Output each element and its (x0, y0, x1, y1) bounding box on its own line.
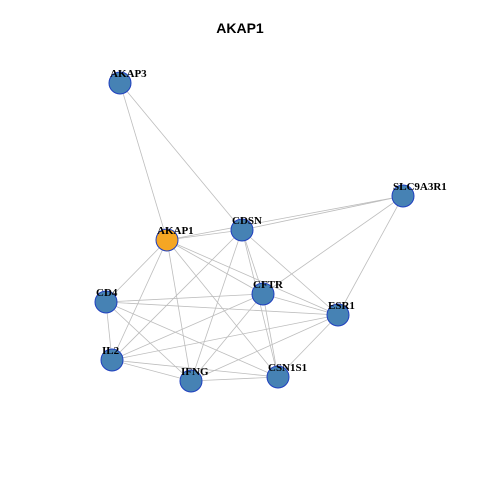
edge-akap1-cdsn (166, 229, 243, 241)
edge-cd4-esr1 (105, 301, 339, 316)
node-cftr: CFTR (251, 279, 284, 306)
edge-il2-csn1s1 (111, 359, 279, 378)
node-circle-ifng (179, 369, 203, 393)
edge-cftr-il2 (111, 293, 264, 361)
edge-cd4-csn1s1 (105, 301, 279, 378)
edge-cftr-csn1s1 (262, 293, 279, 378)
edge-esr1-ifng (190, 314, 339, 382)
plot-title: AKAP1 (216, 20, 264, 36)
node-label-akap1: AKAP1 (157, 225, 194, 237)
node-circle-cdsn (230, 218, 254, 242)
node-label-esr1: ESR1 (328, 300, 355, 312)
node-circle-cftr (251, 282, 275, 306)
edge-cdsn-slc9a3r1 (241, 195, 404, 231)
node-label-ifng: IFNG (181, 366, 209, 378)
node-circle-akap1 (155, 228, 179, 252)
edge-cftr-esr1 (262, 293, 339, 316)
node-csn1s1: CSN1S1 (266, 362, 307, 389)
edge-cdsn-il2 (111, 229, 243, 361)
node-esr1: ESR1 (326, 300, 355, 327)
node-slc9a3r1: SLC9A3R1 (391, 181, 447, 208)
node-circle-esr1 (326, 303, 350, 327)
node-circle-il2 (100, 348, 124, 372)
node-circle-cd4 (94, 290, 118, 314)
node-circle-akap3 (108, 71, 132, 95)
node-ifng: IFNG (179, 366, 209, 393)
edge-akap1-cftr (166, 239, 264, 295)
node-il2: IL2 (100, 345, 124, 372)
node-label-il2: IL2 (102, 345, 120, 357)
edge-slc9a3r1-cftr (262, 195, 404, 295)
node-cdsn: CDSN (230, 215, 262, 242)
node-label-csn1s1: CSN1S1 (268, 362, 307, 374)
node-label-cftr: CFTR (253, 279, 284, 291)
edge-ifng-csn1s1 (190, 376, 279, 382)
node-circle-slc9a3r1 (391, 184, 415, 208)
edge-esr1-il2 (111, 314, 339, 361)
edge-akap1-esr1 (166, 239, 339, 316)
edge-cdsn-esr1 (241, 229, 339, 316)
node-akap3: AKAP3 (108, 68, 147, 95)
node-circle-csn1s1 (266, 365, 290, 389)
edge-akap1-cd4 (105, 239, 168, 303)
edge-il2-ifng (111, 359, 192, 382)
edge-akap3-cdsn (119, 82, 243, 231)
edge-cdsn-ifng (190, 229, 243, 382)
edge-layer (105, 82, 404, 382)
edge-akap1-slc9a3r1 (166, 195, 404, 241)
edge-cd4-ifng (105, 301, 192, 382)
edge-cftr-cd4 (105, 293, 264, 303)
edge-akap3-akap1 (119, 82, 168, 241)
edge-slc9a3r1-esr1 (337, 195, 404, 316)
node-label-slc9a3r1: SLC9A3R1 (393, 181, 447, 193)
node-label-cd4: CD4 (96, 287, 118, 299)
node-label-akap3: AKAP3 (110, 68, 147, 80)
node-label-cdsn: CDSN (232, 215, 262, 227)
node-cd4: CD4 (94, 287, 118, 314)
node-akap1: AKAP1 (155, 225, 194, 252)
edge-akap1-ifng (166, 239, 192, 382)
edge-esr1-csn1s1 (277, 314, 339, 378)
